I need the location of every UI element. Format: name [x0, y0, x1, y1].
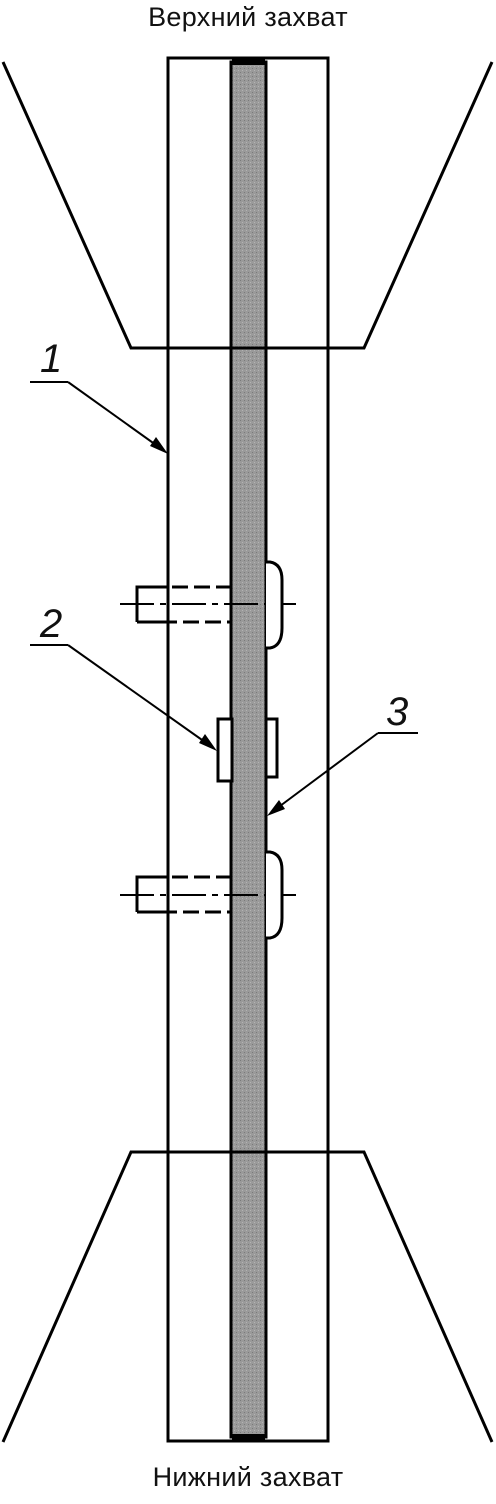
- lower-clamp-screw: [120, 850, 296, 940]
- sensor-left-pad: [216, 717, 234, 783]
- upper-grip-caption: Верхний захват: [148, 2, 348, 32]
- lower-grip-caption: Нижний захват: [152, 1462, 344, 1492]
- leader-1: [30, 381, 168, 454]
- leader-3: [267, 732, 418, 816]
- callout-1-holder: 1: [40, 337, 63, 381]
- callout-2-sensor: 2: [40, 602, 63, 646]
- callout-3-specimen: 3: [386, 690, 409, 734]
- specimen-strip: [229, 60, 268, 1439]
- sensor-right-pad: [264, 717, 279, 779]
- specimen-top-cap: [232, 58, 265, 65]
- specimen-bottom-cap: [232, 1434, 265, 1441]
- upper-clamp-screw: [120, 560, 296, 650]
- leader-2: [30, 644, 217, 751]
